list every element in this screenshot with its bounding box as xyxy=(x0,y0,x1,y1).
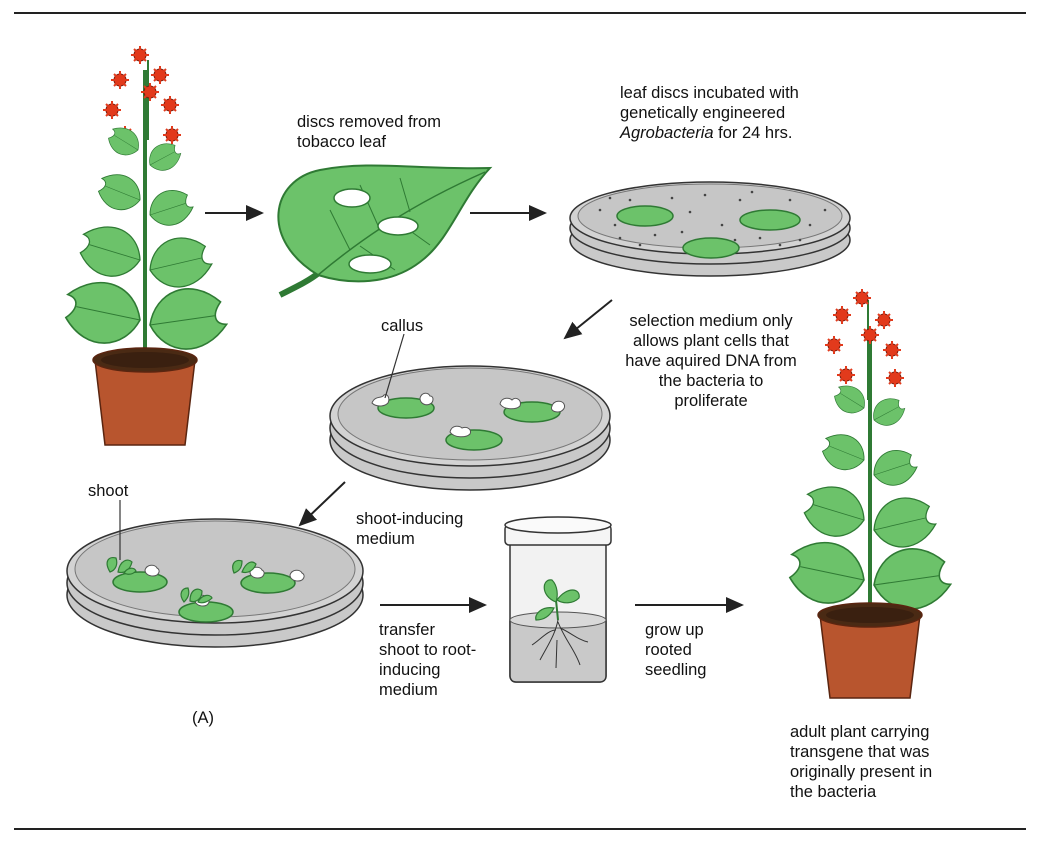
label-line: seedling xyxy=(645,661,707,679)
top-rule xyxy=(14,12,1026,14)
label-line: Agrobacteria for 24 hrs. xyxy=(620,123,799,143)
petri-dish-agrobacteria xyxy=(569,181,851,277)
arrow-to-shoot-dish xyxy=(298,481,346,527)
petri-dish-shoots xyxy=(66,518,364,648)
root-inducing-jar xyxy=(504,516,612,683)
label-duration: for 24 hrs. xyxy=(713,124,793,142)
label-line: the bacteria to xyxy=(658,372,764,390)
label-line: tobacco leaf xyxy=(297,133,386,151)
label-agrobacteria: Agrobacteria xyxy=(620,124,714,142)
label-line: rooted xyxy=(645,641,692,659)
label-line: medium xyxy=(379,681,438,699)
label-line: grow up xyxy=(645,621,704,639)
label-line: discs removed from xyxy=(297,113,441,131)
label-line: shoot to root- xyxy=(379,641,477,659)
label-shoot-inducing: shoot-inducing medium xyxy=(356,509,463,549)
label-line: allows plant cells that xyxy=(633,332,789,350)
label-line: genetically engineered xyxy=(620,104,786,122)
label-line: proliferate xyxy=(674,392,748,410)
bottom-rule xyxy=(14,828,1026,830)
label-transfer: transfer shoot to root- inducing medium xyxy=(379,620,476,700)
label-line: shoot-inducing xyxy=(356,510,464,528)
label-line: originally present in xyxy=(790,763,933,781)
label-line: leaf discs incubated with xyxy=(620,84,799,102)
label-line: have aquired DNA from xyxy=(625,352,797,370)
label-line: selection medium only xyxy=(629,312,793,330)
tobacco-leaf-with-discs xyxy=(277,164,493,298)
petri-dish-callus xyxy=(329,365,611,491)
tobacco-plant-left xyxy=(59,45,231,446)
label-line: transfer xyxy=(379,621,435,639)
arrow-to-selection-dish xyxy=(563,299,613,340)
label-line: inducing xyxy=(379,661,441,679)
label-line: the bacteria xyxy=(790,783,877,801)
label-adult-plant: adult plant carrying transgene that was … xyxy=(790,722,932,802)
label-selection-medium: selection medium only allows plant cells… xyxy=(596,311,826,411)
label-grow-up: grow up rooted seedling xyxy=(645,620,706,680)
label-callus: callus xyxy=(381,317,424,335)
label-line: transgene that was xyxy=(790,743,930,761)
label-panel-a: (A) xyxy=(192,709,214,727)
callus-pointer xyxy=(384,333,405,399)
label-incubated: leaf discs incubated with genetically en… xyxy=(620,83,799,143)
tobacco-plant-right xyxy=(783,288,955,699)
label-line: adult plant carrying xyxy=(790,723,930,741)
label-discs-removed: discs removed from tobacco leaf xyxy=(297,112,441,152)
label-line: medium xyxy=(356,530,415,548)
label-shoot: shoot xyxy=(88,482,129,500)
